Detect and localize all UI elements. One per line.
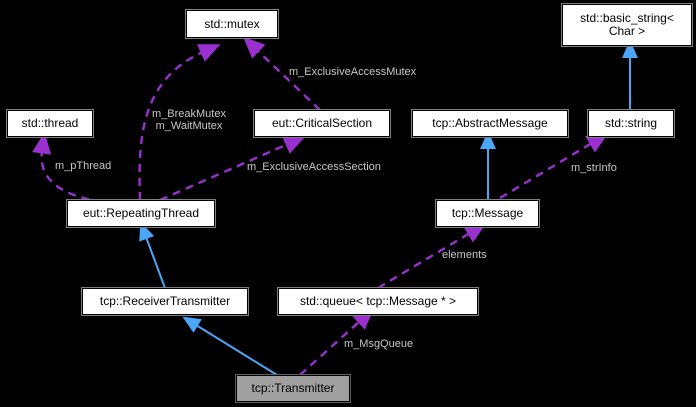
edge-queue-to-message — [377, 223, 487, 290]
edge-label-m-exclusiveaccessmutex: m_ExclusiveAccessMutex — [289, 66, 417, 78]
class-node-label: std::string — [604, 116, 658, 130]
class-node-tcp-transmitter[interactable]: tcp::Transmitter — [235, 374, 351, 403]
class-node-std-queue[interactable]: std::queue< tcp::Message * > — [277, 287, 479, 316]
edge-message-to-string — [499, 133, 609, 200]
edge-repeatingthread-to-mutex — [138, 44, 221, 201]
class-node-label: eut::RepeatingThread — [82, 206, 200, 220]
class-node-label: eut::CriticalSection — [271, 116, 373, 130]
edge-label-m-msgqueue: m_MsgQueue — [344, 338, 414, 350]
class-node-std-thread[interactable]: std::thread — [6, 109, 94, 138]
edge-label-m-exclusiveaccesssection: m_ExclusiveAccessSection — [247, 161, 381, 173]
edge-label-m-breakmutex-m-waitmutex: m_BreakMutex m_WaitMutex — [152, 108, 226, 132]
class-node-tcp-abstractmessage[interactable]: tcp::AbstractMessage — [411, 109, 569, 138]
edge-criticalsection-to-mutex — [243, 36, 321, 111]
edge-repeatingthread-to-criticalsection — [159, 136, 306, 202]
class-node-tcp-receivertransmitter[interactable]: tcp::ReceiverTransmitter — [81, 287, 249, 316]
edge-label-elements: elements — [442, 249, 487, 261]
class-node-std-mutex[interactable]: std::mutex — [185, 9, 279, 39]
class-node-label: std::mutex — [204, 16, 260, 31]
class-node-label: tcp::Message — [451, 206, 524, 220]
class-node-label: std::queue< tcp::Message * > — [299, 294, 457, 308]
class-node-label: tcp::AbstractMessage — [432, 116, 548, 130]
class-node-label: tcp::ReceiverTransmitter — [99, 294, 231, 308]
class-node-eut-criticalsection[interactable]: eut::CriticalSection — [253, 109, 391, 138]
class-node-tcp-message[interactable]: tcp::Message — [435, 199, 540, 228]
class-node-label: std::thread — [21, 116, 79, 130]
edge-transmitter-to-receivertransmitter — [182, 316, 278, 376]
edge-label-m-pthread: m_pThread — [55, 160, 112, 172]
edge-receivertransmitter-to-repeatingthread — [139, 222, 166, 289]
class-node-std-string[interactable]: std::string — [587, 109, 675, 138]
edge-label-m-strinfo: m_strInfo — [571, 162, 617, 174]
class-node-eut-repeatingthread[interactable]: eut::RepeatingThread — [66, 199, 216, 228]
class-node-std-basic-string[interactable]: std::basic_string< Char > — [561, 3, 693, 47]
class-node-label: std::basic_string< Char > — [580, 11, 674, 38]
edge-repeatingthread-to-thread — [32, 131, 104, 204]
class-node-label: tcp::Transmitter — [251, 381, 335, 395]
